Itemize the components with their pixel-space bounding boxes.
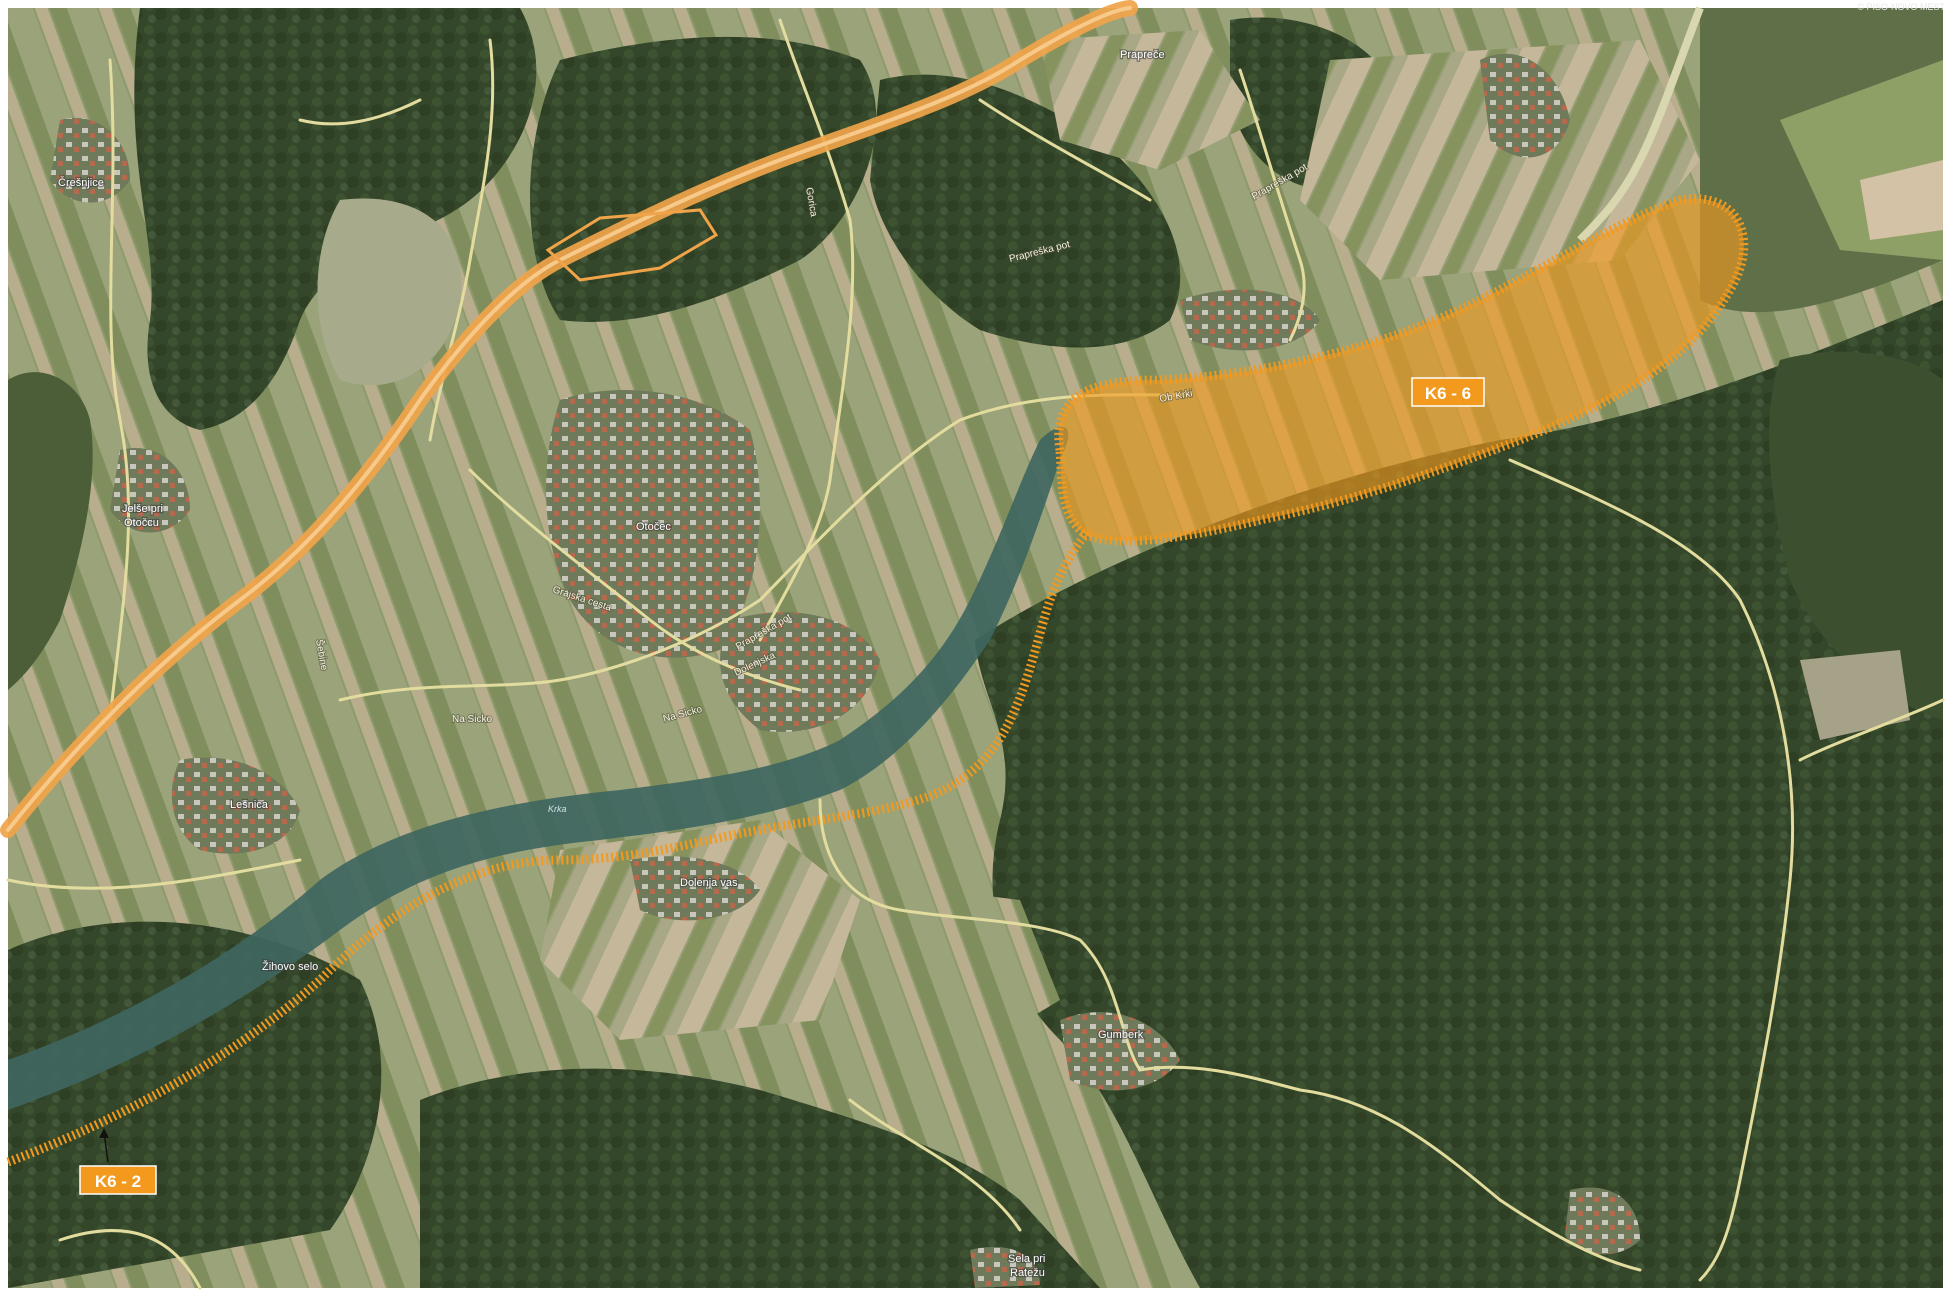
place-label-jelse-2: Otočcu — [124, 517, 159, 529]
place-label-jelse: Jelše pri — [122, 503, 163, 515]
place-label-praprece: Prapreče — [1120, 49, 1165, 61]
place-label-lesnica: Lešnica — [230, 799, 269, 811]
place-label-gumberk: Gumberk — [1098, 1029, 1144, 1041]
zone-k6-6-tag[interactable]: K6 - 6 — [1411, 377, 1485, 407]
zone-k6-6-label: K6 - 6 — [1425, 384, 1471, 403]
place-label-zihovo-selo: Žihovo selo — [262, 960, 318, 973]
local-roads — [6, 18, 1945, 1290]
place-label-dolenja-vas: Dolenja vas — [680, 877, 738, 889]
zone-k6-6[interactable] — [1054, 194, 1749, 546]
place-label-cresnjice: Črešnjice — [58, 176, 104, 189]
place-label-sela: Sela pri — [1008, 1253, 1045, 1265]
settlement-areas — [50, 53, 1640, 1288]
route-k6-2-corridor[interactable] — [6, 526, 1094, 1167]
pointer-arrowhead — [99, 1128, 109, 1138]
place-labels: Črešnjice Jelše pri Otočcu Lešnica Otoče… — [57, 48, 1166, 1281]
river-krka — [8, 426, 1069, 1110]
road-label-nasicko: Na Sicko — [452, 714, 492, 725]
route-k6-2-tag[interactable]: K6 - 2 — [79, 1128, 157, 1195]
map-attribution: © PISO-NOVO MEST — [1857, 2, 1945, 12]
place-label-sela-2: Ratežu — [1010, 1267, 1045, 1279]
forest-areas — [8, 8, 1943, 1288]
river-label-krka: Krka — [548, 804, 567, 814]
place-label-otocec: Otočec — [636, 521, 671, 533]
route-k6-2-label: K6 - 2 — [95, 1172, 141, 1191]
motorway — [0, 0, 1704, 838]
